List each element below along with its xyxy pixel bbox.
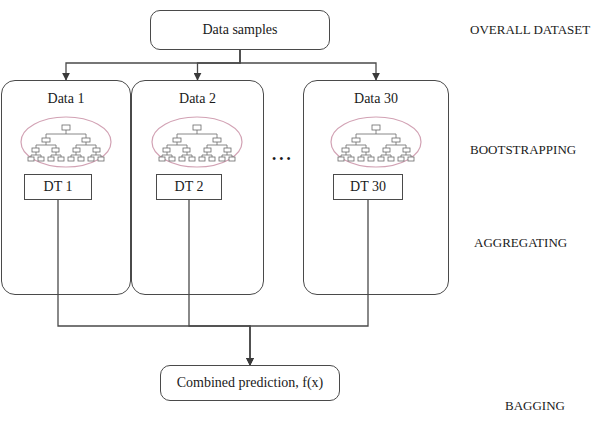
- connector: [198, 50, 241, 80]
- node-label: Data samples: [202, 22, 277, 39]
- stage-label: OVERALL DATASET: [470, 22, 590, 38]
- tree-icon: [21, 117, 111, 167]
- node-label: Data 30: [304, 91, 448, 108]
- bootstrap-panel: Data 1 DT 1: [1, 80, 131, 295]
- tree-icon: [331, 117, 421, 167]
- node-label: DT 30: [350, 179, 386, 196]
- stage-label: BOOTSTRAPPING: [470, 142, 576, 158]
- node-label: Combined prediction, f(x): [177, 375, 324, 392]
- node-label: DT 1: [44, 179, 73, 196]
- node-label: DT 2: [175, 179, 204, 196]
- tree-box: DT 2: [156, 174, 222, 200]
- connector: [189, 200, 250, 365]
- tree-box: DT 1: [24, 174, 92, 200]
- connector: [58, 200, 250, 365]
- tree-icon: [152, 117, 242, 167]
- bootstrap-panel: Data 30 DT 30: [303, 80, 449, 295]
- connector: [66, 50, 240, 80]
- stage-label: BAGGING: [505, 398, 565, 414]
- process-box: Data samples: [150, 10, 330, 50]
- ellipsis: •••: [272, 152, 294, 167]
- connector: [250, 200, 368, 365]
- connector: [240, 50, 376, 80]
- tree-box: DT 30: [333, 174, 403, 200]
- node-label: Data 1: [2, 91, 130, 108]
- node-label: Data 2: [132, 91, 263, 108]
- process-box: Combined prediction, f(x): [160, 365, 340, 401]
- stage-label: AGGREGATING: [474, 235, 567, 251]
- bootstrap-panel: Data 2 DT 2: [131, 80, 264, 295]
